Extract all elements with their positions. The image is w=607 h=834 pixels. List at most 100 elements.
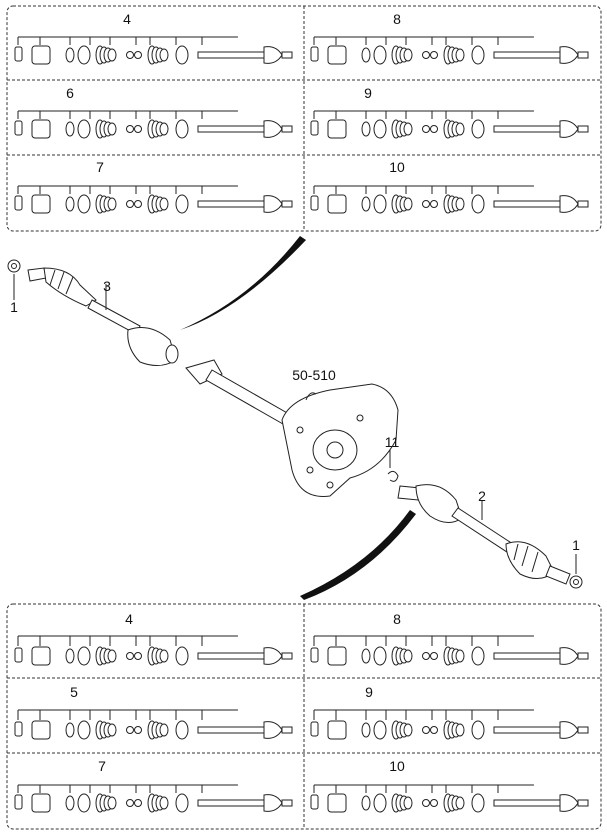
callout-right-shaft: 2 (478, 488, 486, 504)
kit-part-shaft (197, 799, 267, 807)
kit-part-clamp (471, 793, 485, 813)
kit-part-housing (327, 194, 347, 214)
left-inner-boot (127, 327, 177, 366)
kit-part-bearing (430, 125, 438, 133)
kit-row (14, 185, 293, 214)
kit-part-cv-joint (559, 647, 579, 665)
kit-part-clamp (175, 793, 189, 813)
bolt (356, 414, 364, 422)
kit-part-clamp (175, 45, 189, 65)
kit-part-housing (31, 720, 51, 740)
kit-part-cv-joint (559, 195, 579, 213)
kit-part-housing (327, 646, 347, 666)
circlip (387, 470, 399, 482)
kit-part-ring (65, 722, 75, 738)
kit-part-bearing (422, 726, 430, 734)
kit-part-bearing (126, 200, 134, 208)
left-axle-nut (7, 259, 21, 273)
callout-transaxle: 50-510 (292, 367, 336, 383)
kit-part-spline (281, 799, 293, 807)
kit-part-boot (455, 723, 465, 737)
kit-label: 8 (393, 11, 401, 27)
kit-row (310, 185, 589, 214)
right-outer-stub (545, 565, 571, 585)
kit-part-boot (403, 122, 413, 136)
kit-part-boot (403, 723, 413, 737)
kit-label: 6 (66, 85, 74, 101)
kit-part-bearing (126, 125, 134, 133)
kit-part-boot (107, 796, 117, 810)
kit-part-cv-joint (263, 195, 283, 213)
kit-part-boot (159, 197, 169, 211)
boot-rib (49, 269, 56, 286)
kit-part-clamp (373, 793, 387, 813)
kit-part-boot (455, 649, 465, 663)
kit-part-clamp (175, 646, 189, 666)
kit-part-shaft (493, 799, 563, 807)
kit-part-boot (107, 48, 117, 62)
kit-part-bearing (134, 200, 142, 208)
kit-part-ring (65, 47, 75, 63)
kit-part-boot (107, 122, 117, 136)
kit-part-boot (107, 723, 117, 737)
kit-part-spline (281, 726, 293, 734)
kit-row (310, 709, 589, 740)
kit-part-shaft (197, 652, 267, 660)
kit-part-boot (159, 796, 169, 810)
kit-part-clamp (373, 45, 387, 65)
boot-rib (531, 551, 539, 573)
pointer-wedge-bottom (300, 510, 416, 600)
boot-rib (65, 276, 74, 295)
kit-row (310, 110, 589, 139)
kit-part-boot (159, 649, 169, 663)
kit-part-boot (403, 197, 413, 211)
kit-part-bearing (422, 51, 430, 59)
kit-part-boot (159, 723, 169, 737)
kit-part-bearing (430, 51, 438, 59)
kit-part-spline (281, 51, 293, 59)
kit-part-boot (159, 122, 169, 136)
kit-label: 7 (98, 758, 106, 774)
bolt (306, 466, 314, 474)
kit-part-shaft (197, 726, 267, 734)
kit-part-clamp (471, 646, 485, 666)
kit-part-shaft (493, 726, 563, 734)
kit-part-bolt (14, 794, 23, 810)
kit-part-boot (159, 48, 169, 62)
kit-part-clamp (373, 720, 387, 740)
kit-part-bearing (134, 799, 142, 807)
left-inner-joint (165, 344, 179, 364)
kit-label: 10 (389, 159, 405, 175)
kit-part-clamp (77, 720, 91, 740)
kit-part-boot (455, 122, 465, 136)
transaxle-case (281, 383, 399, 497)
kit-row (310, 36, 589, 65)
kit-label: 10 (389, 758, 405, 774)
kit-row (310, 784, 589, 813)
right-axle-nut-hole (573, 579, 579, 585)
kit-part-bolt (310, 195, 319, 211)
kit-part-housing (31, 646, 51, 666)
kit-row (14, 784, 293, 813)
kit-part-housing (31, 119, 51, 139)
kit-part-ring (361, 196, 371, 212)
left-axle-nut-hole (11, 263, 17, 269)
kit-part-clamp (175, 194, 189, 214)
kit-part-spline (577, 799, 589, 807)
kit-part-cv-joint (263, 120, 283, 138)
kit-part-spline (577, 51, 589, 59)
boot-rib (521, 545, 529, 567)
kit-part-bolt (14, 195, 23, 211)
kit-part-spline (577, 200, 589, 208)
kit-part-ring (65, 196, 75, 212)
kit-part-clamp (471, 720, 485, 740)
kit-part-housing (327, 793, 347, 813)
kit-part-cv-joint (263, 721, 283, 739)
kit-part-clamp (77, 119, 91, 139)
kit-part-cv-joint (263, 794, 283, 812)
transaxle-flange (312, 429, 358, 471)
kit-part-cv-joint (559, 120, 579, 138)
kit-part-housing (327, 45, 347, 65)
left-outer-boot (43, 267, 97, 307)
